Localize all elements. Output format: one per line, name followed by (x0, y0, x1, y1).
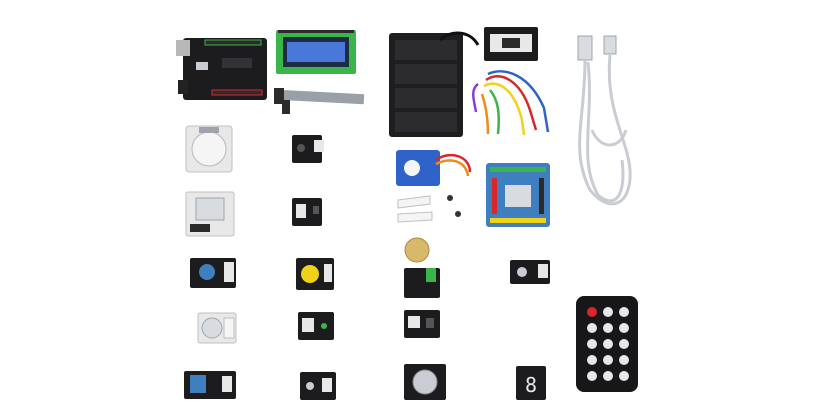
gas-sensor (404, 364, 446, 400)
led-module (298, 312, 334, 340)
relay-module (185, 191, 235, 237)
microcontroller-board (176, 38, 267, 100)
usb-cable (577, 35, 632, 206)
jumper-wires (472, 70, 550, 136)
sensor-module (292, 135, 324, 163)
pir-motion-sensor (185, 125, 233, 173)
servo-horns (397, 195, 461, 223)
battery-holder (389, 31, 480, 137)
tilt-sensor (404, 310, 440, 338)
seven-segment-display: 8 (516, 366, 546, 400)
piezo-buzzer (404, 237, 440, 298)
servo-motor (396, 150, 472, 186)
humidity-sensor (184, 371, 236, 399)
ir-remote-control (576, 296, 638, 392)
io-expansion-shield (486, 163, 550, 227)
sound-sensor (510, 260, 550, 284)
knob-module (197, 312, 237, 344)
svg-text:8: 8 (525, 373, 537, 397)
lcd-display-module (276, 30, 356, 74)
light-sensor (300, 372, 336, 400)
ribbon-cable (274, 88, 365, 114)
rotation-potentiometer (190, 258, 236, 288)
small-module (292, 198, 322, 226)
ir-receiver-adapter (484, 27, 538, 61)
yellow-push-button (296, 258, 334, 290)
